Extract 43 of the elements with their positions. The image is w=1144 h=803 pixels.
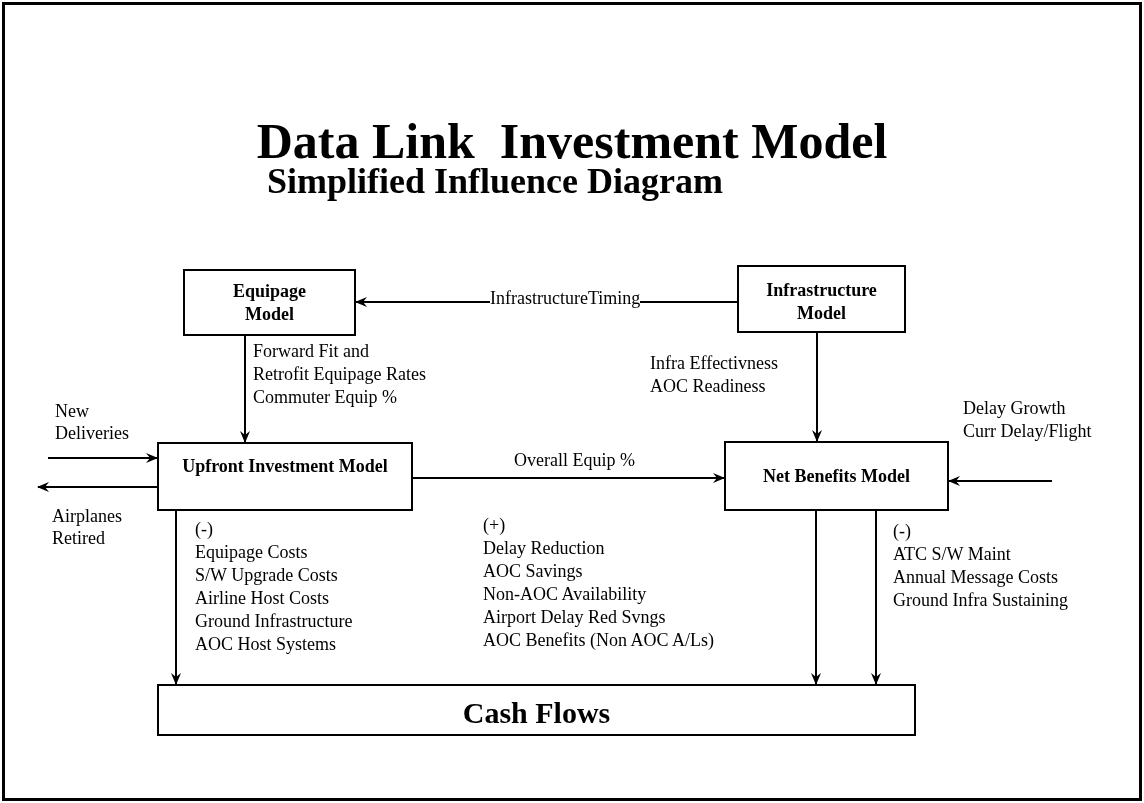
arrow	[871, 510, 881, 685]
annotation-text: AOC Benefits (Non AOC A/Ls)	[483, 629, 714, 652]
box-title: Upfront Investment Model	[182, 455, 388, 478]
annotation-text: Retrofit Equipage Rates	[253, 363, 426, 386]
annotation-text: Airline Host Costs	[195, 587, 329, 610]
annotation-text: Commuter Equip %	[253, 386, 397, 409]
arrow	[811, 510, 821, 685]
annotation-text: Curr Delay/Flight	[963, 420, 1092, 443]
annotation-text: Equipage Costs	[195, 541, 308, 564]
model-box	[724, 441, 949, 511]
arrow	[812, 332, 822, 442]
arrow	[412, 473, 725, 483]
arrow	[37, 482, 158, 492]
annotation-text: Airport Delay Red Svngs	[483, 606, 666, 629]
annotation-text: Ground Infrastructure	[195, 610, 353, 633]
model-box	[157, 442, 413, 511]
annotation-text: Delay Reduction	[483, 537, 605, 560]
annotation-text: (-)	[195, 518, 213, 541]
model-box	[737, 265, 906, 333]
box-title: Net Benefits Model	[763, 465, 910, 488]
edge-label: InfrastructureTiming	[490, 287, 641, 309]
annotation-text: S/W Upgrade Costs	[195, 564, 338, 587]
box-title: Cash Flows	[462, 695, 611, 731]
output-box	[157, 684, 916, 736]
annotation-text: Ground Infra Sustaining	[893, 589, 1068, 612]
annotation-text: (-)	[893, 520, 911, 543]
annotation-text: (+)	[483, 514, 506, 537]
annotation-text: Annual Message Costs	[893, 566, 1058, 589]
arrow	[47, 453, 158, 463]
arrow	[240, 335, 250, 443]
annotation-text: Delay Growth	[963, 397, 1066, 420]
annotation-text: ATC S/W Maint	[893, 543, 1011, 566]
annotation-text: AOC Readiness	[650, 375, 766, 398]
box-title: Infrastructure Model	[765, 279, 878, 324]
annotation-text: AOC Savings	[483, 560, 583, 583]
arrow	[948, 476, 1053, 486]
model-box	[183, 269, 356, 336]
arrow	[171, 510, 181, 685]
annotation-text: Infra Effectivness	[650, 352, 779, 375]
annotation-text: AOC Host Systems	[195, 633, 337, 656]
annotation-text: Forward Fit and	[253, 340, 369, 363]
annotation-text: Non-AOC Availability	[483, 583, 647, 606]
box-title: Equipage Model	[232, 280, 307, 325]
